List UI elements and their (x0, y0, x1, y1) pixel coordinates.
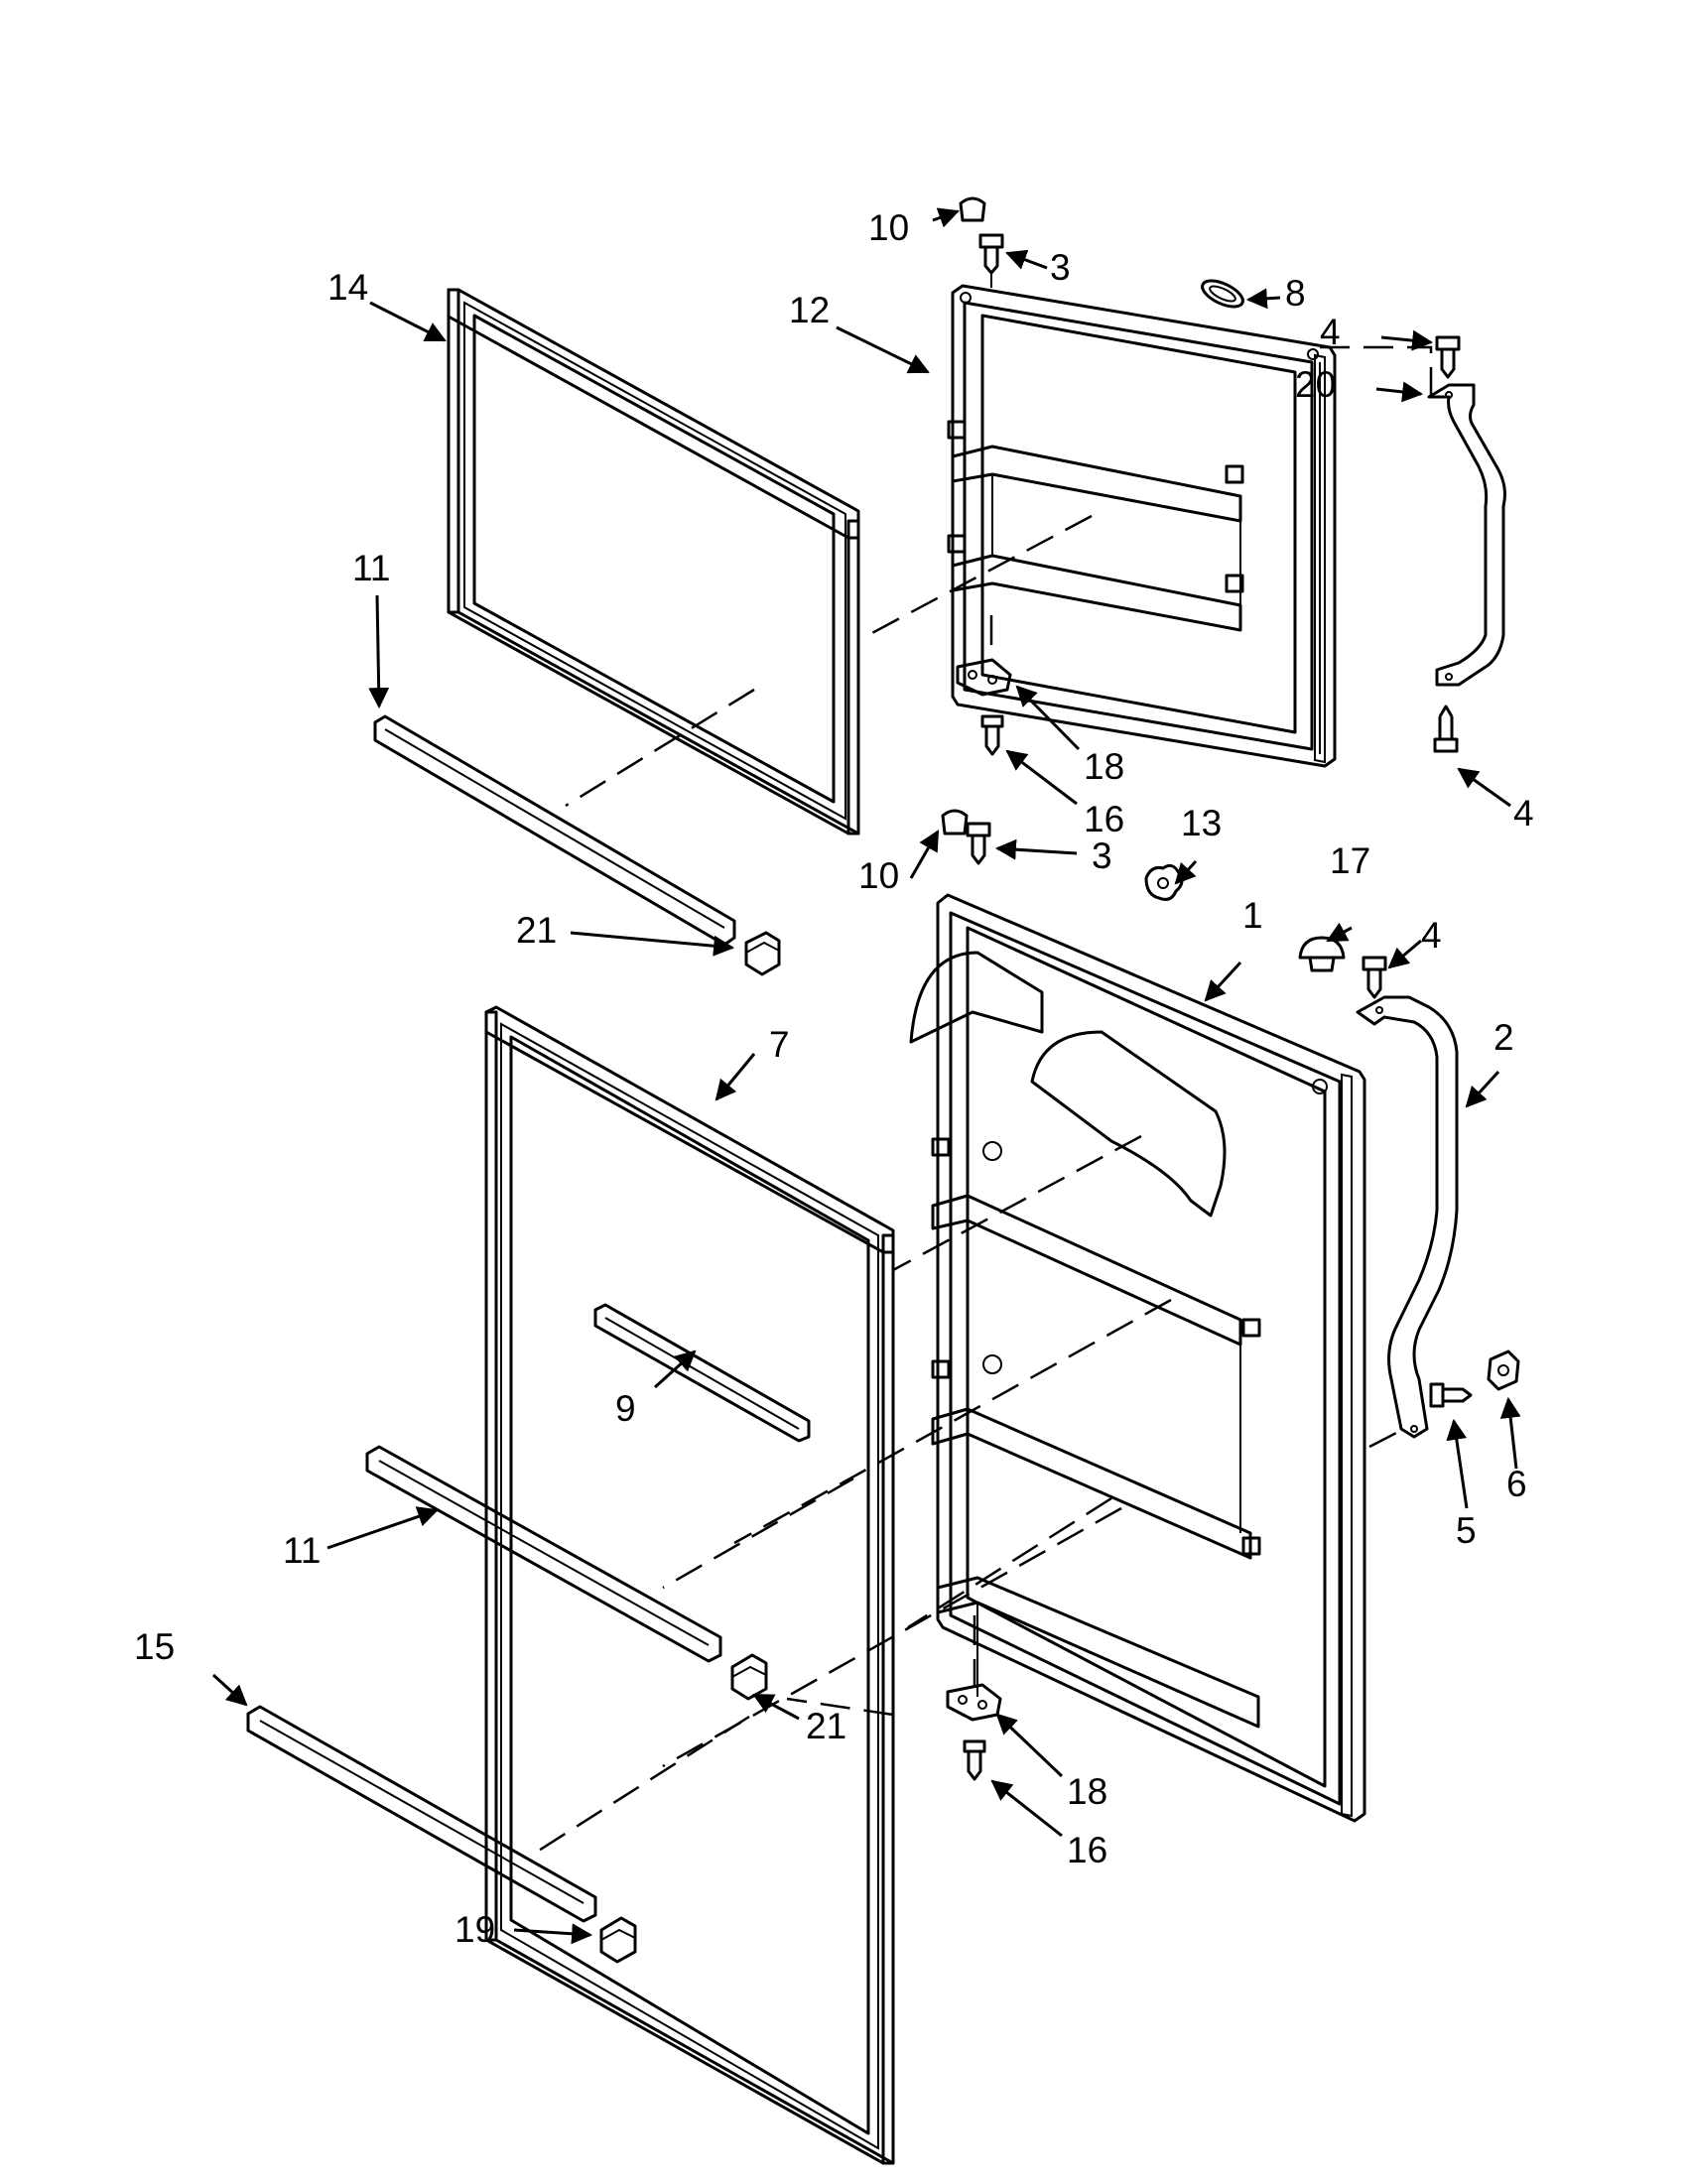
fresh-food-gasket (484, 1005, 895, 2165)
callout-19: 19 (454, 1909, 495, 1950)
door-bar (593, 1303, 811, 1443)
alignment-lines (530, 345, 1433, 1858)
callout-3-top: 3 (1050, 247, 1071, 288)
callout-5: 5 (1456, 1510, 1477, 1551)
callout-20: 20 (1295, 364, 1336, 405)
callout-21-bottom: 21 (806, 1706, 846, 1746)
door-rail-bottom (246, 1705, 597, 1923)
freezer-door (947, 284, 1337, 768)
leader-arrows (211, 207, 1521, 1945)
rail-end-cap-upper (744, 931, 781, 976)
callout-15: 15 (134, 1626, 175, 1667)
callout-4-top: 4 (1320, 312, 1341, 352)
callout-11-bottom: 11 (283, 1530, 321, 1571)
callout-8: 8 (1285, 273, 1306, 314)
fresh-food-handle (1356, 956, 1520, 1439)
callout-16-bottom: 16 (1067, 1830, 1107, 1870)
callout-4-right: 4 (1513, 793, 1534, 834)
freezer-handle (1427, 335, 1506, 753)
callout-10-mid: 10 (858, 855, 899, 896)
callout-13: 13 (1181, 803, 1222, 843)
callout-6: 6 (1506, 1464, 1527, 1504)
callout-11-top: 11 (352, 548, 390, 588)
callout-21-top: 21 (516, 910, 557, 951)
callout-9: 9 (615, 1388, 636, 1429)
callout-17: 17 (1330, 840, 1370, 881)
callout-labels: 14 12 10 3 8 4 20 11 18 16 4 10 3 13 21 … (134, 207, 1534, 1950)
freezer-gasket (447, 288, 860, 835)
rail-end-cap-lower (730, 1653, 768, 1701)
callout-2: 2 (1493, 1017, 1514, 1058)
callout-12: 12 (789, 290, 830, 330)
door-rail-lower (365, 1445, 722, 1663)
fresh-food-door (909, 893, 1366, 1823)
callout-14: 14 (327, 267, 368, 308)
rail-end-cap-bottom (599, 1916, 637, 1964)
callout-18-top: 18 (1084, 746, 1124, 787)
callout-18-bottom: 18 (1067, 1771, 1107, 1812)
callout-16-top: 16 (1084, 799, 1124, 839)
callout-10-top: 10 (868, 207, 909, 248)
callout-7: 7 (769, 1024, 790, 1065)
callout-3-mid: 3 (1092, 835, 1112, 876)
callout-1: 1 (1242, 895, 1263, 936)
callout-4-mid: 4 (1421, 915, 1442, 956)
